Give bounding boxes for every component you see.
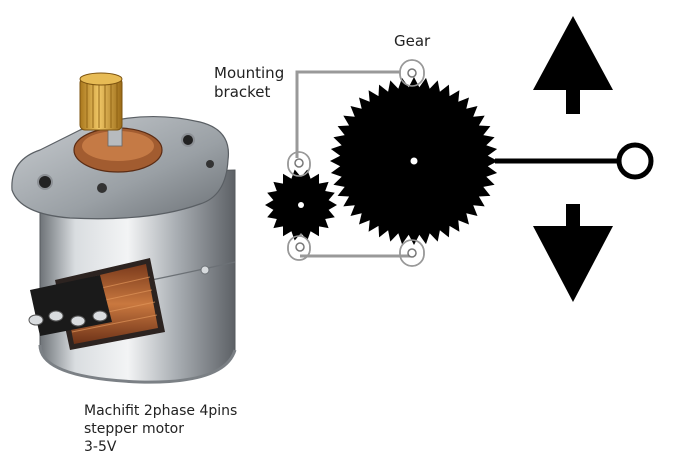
seam-screw <box>200 265 210 275</box>
ring-terminal-icon <box>616 142 654 180</box>
brass-pinion <box>79 72 123 131</box>
motor-caption-line-2: stepper motor <box>84 421 185 437</box>
arrow-up-icon <box>533 16 613 114</box>
large-gear-axle <box>410 157 418 165</box>
motor-pins <box>28 310 108 327</box>
mounting-bracket-label-line-2: bracket <box>214 83 271 101</box>
pin-housing <box>30 275 112 336</box>
motor-caption: Machifit 2phase 4pins stepper motor 3-5V <box>84 402 237 456</box>
motor-caption-line-3: 3-5V <box>84 439 117 455</box>
gear-label: Gear <box>394 32 431 50</box>
mounting-bracket-label: Mounting bracket <box>214 64 284 102</box>
flange-mount-hole-left <box>37 174 53 190</box>
arrow-down-icon <box>533 204 613 302</box>
small-gear-axle <box>298 202 304 208</box>
flange-mount-hole-right <box>181 133 195 147</box>
stepper-motor-illustration <box>11 72 237 384</box>
motor-caption-line-1: Machifit 2phase 4pins <box>84 403 238 419</box>
mounting-bracket-label-line-1: Mounting <box>214 64 285 82</box>
